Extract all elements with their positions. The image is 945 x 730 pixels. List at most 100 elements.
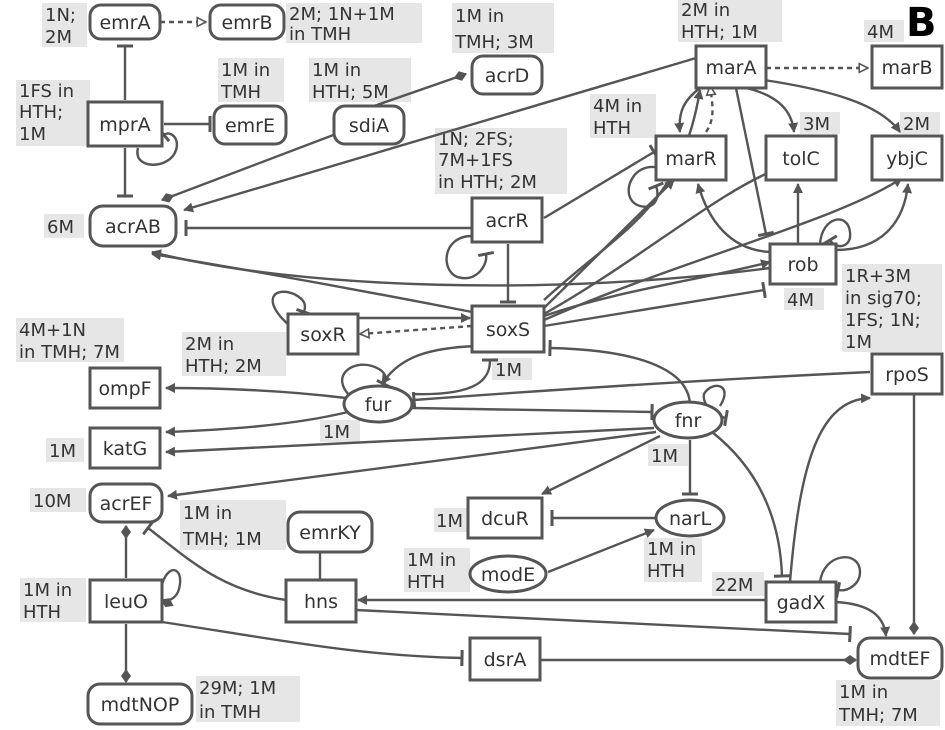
node-label-marB: marB — [882, 57, 933, 79]
node-acrD[interactable]: acrD — [470, 54, 544, 96]
node-tolC[interactable]: tolC — [764, 134, 838, 182]
node-label-acrR: acrR — [485, 210, 528, 232]
edge-rob-ybjC — [835, 183, 913, 252]
edge-mprA-self — [136, 127, 179, 166]
edge-fur-fnr — [411, 403, 654, 421]
node-mdtNOP[interactable]: mdtNOP — [86, 682, 194, 726]
node-soxS[interactable]: soxS — [470, 304, 546, 354]
node-label-gadX: gadX — [777, 592, 826, 614]
edge-sdiA-acrD — [373, 71, 467, 108]
annotation-tolC: 3M — [803, 114, 830, 135]
annotation-ybjC: 2M — [903, 114, 930, 135]
annotation-soxS: 1M — [495, 360, 522, 381]
node-label-fnr: fnr — [675, 410, 702, 432]
regulatory-edges — [117, 22, 919, 683]
node-ybjC[interactable]: ybjC — [870, 134, 944, 182]
edge-marA-acrAB — [183, 56, 697, 213]
edge-soxS-fur — [380, 344, 477, 385]
annotation-gadX: 22M — [715, 575, 753, 596]
node-mprA[interactable]: mprA — [86, 100, 164, 148]
edge-leuO-self — [160, 569, 182, 608]
node-emrA[interactable]: emrA — [88, 3, 162, 41]
edge-soxS-rob — [543, 259, 771, 318]
edge-soxS-tolC — [543, 166, 781, 316]
node-rpoS[interactable]: rpoS — [870, 352, 944, 396]
node-gadX[interactable]: gadX — [764, 580, 838, 624]
node-label-acrD: acrD — [485, 65, 530, 87]
node-label-katG: katG — [103, 438, 148, 460]
node-ompF[interactable]: ompF — [88, 366, 162, 410]
edge-marR-marA — [704, 86, 713, 133]
edge-soxS-acrAB — [151, 250, 473, 314]
node-dcuR[interactable]: dcuR — [466, 496, 544, 540]
node-marB[interactable]: marB — [870, 44, 944, 90]
edge-fnr-gadX — [711, 431, 791, 578]
node-acrR[interactable]: acrR — [470, 196, 544, 244]
node-label-sdiA: sdiA — [349, 115, 389, 137]
node-hns[interactable]: hns — [284, 578, 358, 624]
node-label-rpoS: rpoS — [885, 364, 929, 386]
edge-rob-marR — [695, 183, 771, 254]
annotation-fnr: 1M — [651, 446, 678, 467]
edge-soxS-rob-inhib — [543, 281, 767, 328]
node-label-soxS: soxS — [486, 319, 530, 341]
edge-marA-ybjC — [763, 78, 901, 133]
node-label-dcuR: dcuR — [481, 508, 529, 530]
node-label-acrAB: acrAB — [105, 216, 161, 238]
node-fur[interactable]: fur — [342, 384, 414, 424]
node-leuO[interactable]: leuO — [88, 578, 164, 624]
node-label-dsrA: dsrA — [484, 649, 527, 671]
annotation-fur: 1M — [323, 422, 350, 443]
node-label-emrKY: emrKY — [299, 522, 361, 544]
edge-gadX-mdtEF — [835, 600, 891, 637]
node-narL[interactable]: narL — [654, 498, 726, 538]
node-dsrA[interactable]: dsrA — [468, 636, 542, 682]
node-label-tolC: tolC — [782, 148, 820, 170]
node-acrAB[interactable]: acrAB — [88, 204, 178, 248]
node-marA[interactable]: marA — [694, 44, 768, 90]
edge-leuO-dsrA — [161, 620, 464, 667]
node-label-mdtEF: mdtEF — [870, 648, 931, 670]
node-label-marA: marA — [706, 57, 757, 79]
edge-soxS-marA — [543, 89, 704, 301]
node-mdtEF[interactable]: mdtEF — [856, 636, 944, 680]
node-label-modE: modE — [481, 564, 535, 586]
edge-gadX-self — [818, 556, 862, 599]
node-fnr[interactable]: fnr — [652, 400, 724, 440]
node-marR[interactable]: marR — [654, 134, 728, 182]
node-acrEF[interactable]: acrEF — [88, 482, 164, 524]
gene-nodes: emrA emrB mprA emrE sdiA acrD marA marB — [86, 3, 944, 726]
edge-acrR-marR — [543, 144, 660, 220]
node-emrKY[interactable]: emrKY — [286, 510, 374, 554]
node-modE[interactable]: modE — [468, 554, 548, 594]
edge-soxS-soxR — [360, 324, 473, 334]
annotation-marB: 4M — [867, 22, 894, 43]
node-rob[interactable]: rob — [768, 242, 838, 286]
node-label-mdtNOP: mdtNOP — [101, 694, 180, 716]
node-soxR[interactable]: soxR — [286, 312, 360, 356]
node-emrE[interactable]: emrE — [212, 104, 288, 146]
node-emrB[interactable]: emrB — [208, 3, 286, 41]
edge-modE-narL — [547, 528, 655, 574]
annotation-rob: 4M — [787, 290, 814, 311]
edge-hns-acrEF — [141, 520, 287, 602]
node-sdiA[interactable]: sdiA — [332, 104, 406, 146]
node-katG[interactable]: katG — [88, 426, 162, 470]
node-label-hns: hns — [304, 591, 338, 613]
edge-fur-soxS — [411, 358, 499, 396]
edge-acrR-self — [445, 234, 495, 280]
annotation-katG: 1M — [49, 441, 76, 462]
